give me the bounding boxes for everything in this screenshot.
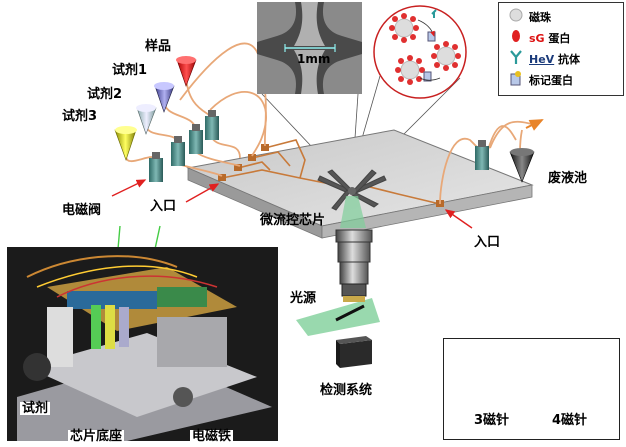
reagent1-vial-icon: [154, 82, 175, 113]
reagent3-label: 试剂3: [62, 109, 98, 124]
objective-lens: [335, 229, 373, 302]
chip-label: 微流控芯片: [260, 213, 326, 228]
waste-vial-icon: [509, 148, 535, 183]
light-source-label: 光源: [290, 291, 317, 306]
legend-item-labeled-protein: 标记蛋白: [503, 70, 621, 88]
detection-label: 检测系统: [320, 383, 373, 398]
light-beam: [340, 196, 366, 228]
device-photo: [7, 247, 278, 441]
magnified-inset: [373, 5, 467, 99]
legend-item-bead: 磁珠: [503, 7, 621, 25]
legend-prefix: sG: [529, 32, 545, 45]
legend-label: 磁珠: [529, 11, 551, 24]
needle-configurations: [443, 338, 620, 440]
legend-prefix: HeV: [529, 53, 555, 66]
microfluidic-chip: [186, 129, 534, 239]
bead-icon: [509, 8, 523, 22]
three-needle-label: 3磁针: [474, 413, 510, 428]
sg-protein-icon: [512, 30, 520, 42]
micrograph-image: 1mm: [257, 2, 362, 94]
reagent2-label: 试剂2: [87, 87, 123, 102]
reagent3-vial-icon: [114, 126, 137, 161]
legend-item-sg-protein: sG 蛋白: [503, 28, 621, 46]
legend-label: 标记蛋白: [529, 74, 573, 87]
inlet-right-label: 入口: [474, 235, 501, 250]
legend: 磁珠 sG 蛋白 HeV 抗体 标记蛋白: [498, 2, 624, 96]
reagent-photo-label: 试剂: [20, 401, 51, 416]
detector-box: [336, 336, 372, 368]
labeled-protein-icon: [510, 71, 521, 86]
reagent1-label: 试剂1: [112, 63, 148, 78]
waste-label: 废液池: [548, 171, 588, 186]
legend-label: 抗体: [554, 53, 581, 66]
chip-base-label: 芯片底座: [68, 429, 125, 444]
scale-bar-label: 1mm: [297, 52, 331, 66]
sample-vial-icon: [176, 56, 197, 87]
electromagnet-label: 电磁铁: [190, 429, 234, 444]
valves: [149, 110, 489, 182]
antibody-icon: [510, 50, 522, 64]
inlet-left-label: 入口: [150, 199, 177, 214]
sample-label: 样品: [145, 39, 172, 54]
reagent2-vial-icon: [136, 104, 157, 135]
four-needle-label: 4磁针: [552, 413, 588, 428]
legend-label: 蛋白: [544, 32, 571, 45]
valve-label: 电磁阀: [62, 203, 102, 218]
legend-item-antibody: HeV 抗体: [503, 49, 621, 67]
